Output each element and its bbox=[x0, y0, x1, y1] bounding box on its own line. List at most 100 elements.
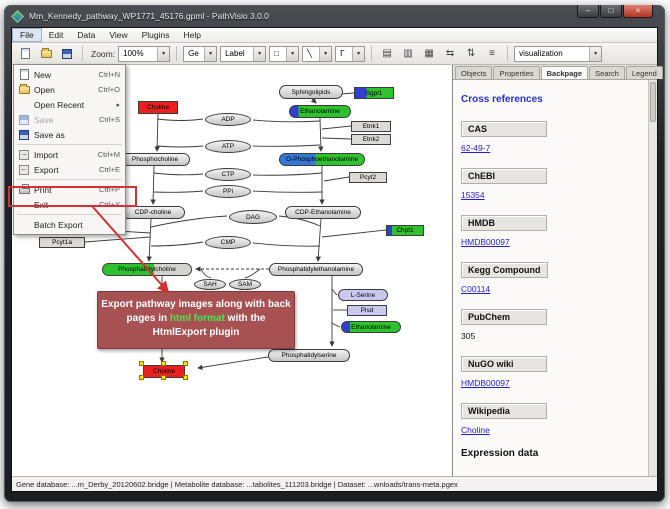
pathway-node[interactable]: Phosphatidylethanolamine bbox=[269, 263, 363, 276]
pathway-node[interactable]: CMP bbox=[205, 236, 251, 249]
close-button[interactable]: × bbox=[623, 5, 653, 18]
pathway-node[interactable]: DAG bbox=[229, 210, 277, 224]
pathway-node[interactable]: Phosphocholine bbox=[120, 153, 190, 166]
title-bar[interactable]: Mm_Kennedy_pathway_WP1771_45176.gpml - P… bbox=[4, 5, 665, 27]
menu-item-save-as[interactable]: Save as bbox=[14, 127, 125, 142]
main-area: Sphingolipids Sgpl1 Choline Ethanolamine… bbox=[12, 64, 663, 476]
menu-item-import[interactable]: Import Ctrl+M bbox=[14, 147, 125, 162]
pathway-node[interactable]: CTP bbox=[205, 168, 251, 181]
chevron-down-icon[interactable]: ▾ bbox=[589, 46, 602, 61]
backpage-link[interactable]: 15354 bbox=[461, 190, 485, 200]
pathway-node[interactable]: SAH bbox=[194, 279, 226, 290]
annotation-highlight: html format bbox=[169, 313, 225, 324]
connector-tool-combobox[interactable]: Г ▾ bbox=[335, 45, 366, 62]
pathway-node[interactable]: Pcyt1a bbox=[39, 237, 85, 248]
menu-item-label: Batch Export bbox=[34, 219, 83, 230]
selection-handle[interactable] bbox=[139, 375, 144, 380]
visualization-value: visualization bbox=[519, 49, 563, 58]
pathway-node[interactable]: Sgpl1 bbox=[354, 87, 394, 99]
pathway-node[interactable]: ADP bbox=[205, 113, 251, 126]
menu-plugins[interactable]: Plugins bbox=[141, 30, 170, 40]
chevron-down-icon[interactable]: ▾ bbox=[352, 46, 365, 61]
line-tool-combobox[interactable]: ╲ ▾ bbox=[302, 45, 333, 62]
menu-file[interactable]: File bbox=[12, 28, 42, 42]
menu-item-export[interactable]: Export Ctrl+E bbox=[14, 162, 125, 177]
tab-backpage[interactable]: Backpage bbox=[540, 66, 589, 79]
tab-properties[interactable]: Properties bbox=[493, 66, 540, 79]
menu-item-exit[interactable]: Exit Ctrl+X bbox=[14, 197, 125, 212]
tab-search[interactable]: Search bbox=[589, 66, 625, 79]
pathway-node[interactable]: CDP-choline bbox=[121, 206, 185, 219]
scrollbar-thumb[interactable] bbox=[650, 82, 656, 122]
chevron-down-icon[interactable]: ▾ bbox=[157, 46, 170, 61]
window-content: File Edit Data View Plugins Help Zoom: 1… bbox=[11, 27, 663, 492]
selection-handle[interactable] bbox=[183, 361, 188, 366]
backpage-link[interactable]: C00114 bbox=[461, 284, 491, 294]
pathway-node[interactable]: Phosphatidylserine bbox=[268, 349, 350, 362]
datanode-type-combobox[interactable]: Ge ▾ bbox=[183, 45, 218, 62]
pathway-canvas[interactable]: Sphingolipids Sgpl1 Choline Ethanolamine… bbox=[12, 65, 453, 476]
selection-handle[interactable] bbox=[161, 375, 166, 380]
toolbar-separator bbox=[176, 46, 178, 61]
shape-tool-combobox[interactable]: □ ▾ bbox=[269, 45, 300, 62]
pathway-node[interactable]: Pcyt2 bbox=[349, 172, 387, 183]
pathway-node[interactable]: Ethanolamine bbox=[289, 105, 351, 118]
visualization-combobox[interactable]: visualization ▾ bbox=[514, 45, 603, 62]
zoom-combobox[interactable]: 100% ▾ bbox=[118, 45, 171, 62]
pathway-node[interactable]: SAM bbox=[229, 279, 261, 290]
distribute-horizontal-button[interactable]: ⇆ bbox=[441, 45, 459, 62]
panel-scrollbar[interactable] bbox=[648, 80, 657, 476]
pathway-node[interactable]: O-Phosphoethanolamine bbox=[279, 153, 365, 166]
open-file-button[interactable] bbox=[37, 45, 55, 62]
menu-item-open[interactable]: Open Ctrl+O bbox=[14, 82, 125, 97]
layout-button[interactable]: ≡ bbox=[483, 45, 501, 62]
pathway-node[interactable]: L-Serine bbox=[338, 289, 388, 301]
tab-objects[interactable]: Objects bbox=[455, 66, 493, 79]
chevron-down-icon[interactable]: ▾ bbox=[204, 46, 217, 61]
maximize-button[interactable]: □ bbox=[600, 5, 622, 18]
pathway-node[interactable]: CDP-Ethanolamine bbox=[285, 206, 361, 219]
pathway-node[interactable]: Pisd bbox=[347, 305, 387, 316]
selection-handle[interactable] bbox=[183, 375, 188, 380]
align-horizontal-button[interactable]: ▤ bbox=[378, 45, 396, 62]
backpage-link[interactable]: 62-49-7 bbox=[461, 143, 491, 153]
menu-edit[interactable]: Edit bbox=[48, 30, 64, 40]
menu-item-label: New bbox=[34, 69, 52, 80]
selection-handle[interactable] bbox=[161, 361, 166, 366]
backpage-section-header: CAS bbox=[461, 121, 547, 137]
minimize-button[interactable]: – bbox=[577, 5, 599, 18]
menu-item-batch-export[interactable]: Batch Export bbox=[14, 217, 125, 232]
menu-item-new[interactable]: New Ctrl+N bbox=[14, 67, 125, 82]
backpage-link[interactable]: HMDB00097 bbox=[461, 378, 510, 388]
menu-item-print[interactable]: Print Ctrl+P bbox=[14, 182, 125, 197]
pathway-node[interactable]: Choline bbox=[138, 101, 178, 114]
label-tool-combobox[interactable]: Label ▾ bbox=[220, 45, 267, 62]
align-vertical-button[interactable]: ▥ bbox=[399, 45, 417, 62]
menu-help[interactable]: Help bbox=[183, 30, 201, 40]
save-button[interactable] bbox=[58, 45, 76, 62]
pathway-node[interactable]: Phosphatidylcholine bbox=[102, 263, 192, 276]
menu-view[interactable]: View bbox=[109, 30, 128, 40]
stack-button[interactable]: ▦ bbox=[420, 45, 438, 62]
pathway-node[interactable]: ATP bbox=[205, 140, 251, 153]
chevron-down-icon[interactable]: ▾ bbox=[286, 46, 299, 61]
pathway-node[interactable]: Sphingolipids bbox=[279, 85, 343, 99]
datanode-type-value: Ge bbox=[188, 49, 199, 58]
pathway-node[interactable]: PPi bbox=[205, 185, 251, 198]
menu-item-open-recent[interactable]: Open Recent ▸ bbox=[14, 97, 125, 112]
pathway-node[interactable]: Chpt1 bbox=[386, 225, 424, 236]
backpage-link[interactable]: Choline bbox=[461, 425, 490, 435]
menu-item-save[interactable]: Save Ctrl+S bbox=[14, 112, 125, 127]
tab-legend[interactable]: Legend bbox=[625, 66, 663, 79]
menu-data[interactable]: Data bbox=[77, 30, 96, 40]
pathway-node[interactable]: Ethanolamine bbox=[341, 321, 401, 333]
app-window: Mm_Kennedy_pathway_WP1771_45176.gpml - P… bbox=[4, 5, 665, 502]
distribute-vertical-button[interactable]: ⇅ bbox=[462, 45, 480, 62]
selection-handle[interactable] bbox=[139, 361, 144, 366]
chevron-down-icon[interactable]: ▾ bbox=[319, 46, 332, 61]
pathway-node[interactable]: Etnk1 bbox=[351, 121, 391, 132]
backpage-link[interactable]: HMDB00097 bbox=[461, 237, 510, 247]
new-file-button[interactable] bbox=[16, 45, 34, 62]
chevron-down-icon[interactable]: ▾ bbox=[253, 46, 266, 61]
pathway-node[interactable]: Etnk2 bbox=[351, 134, 391, 145]
